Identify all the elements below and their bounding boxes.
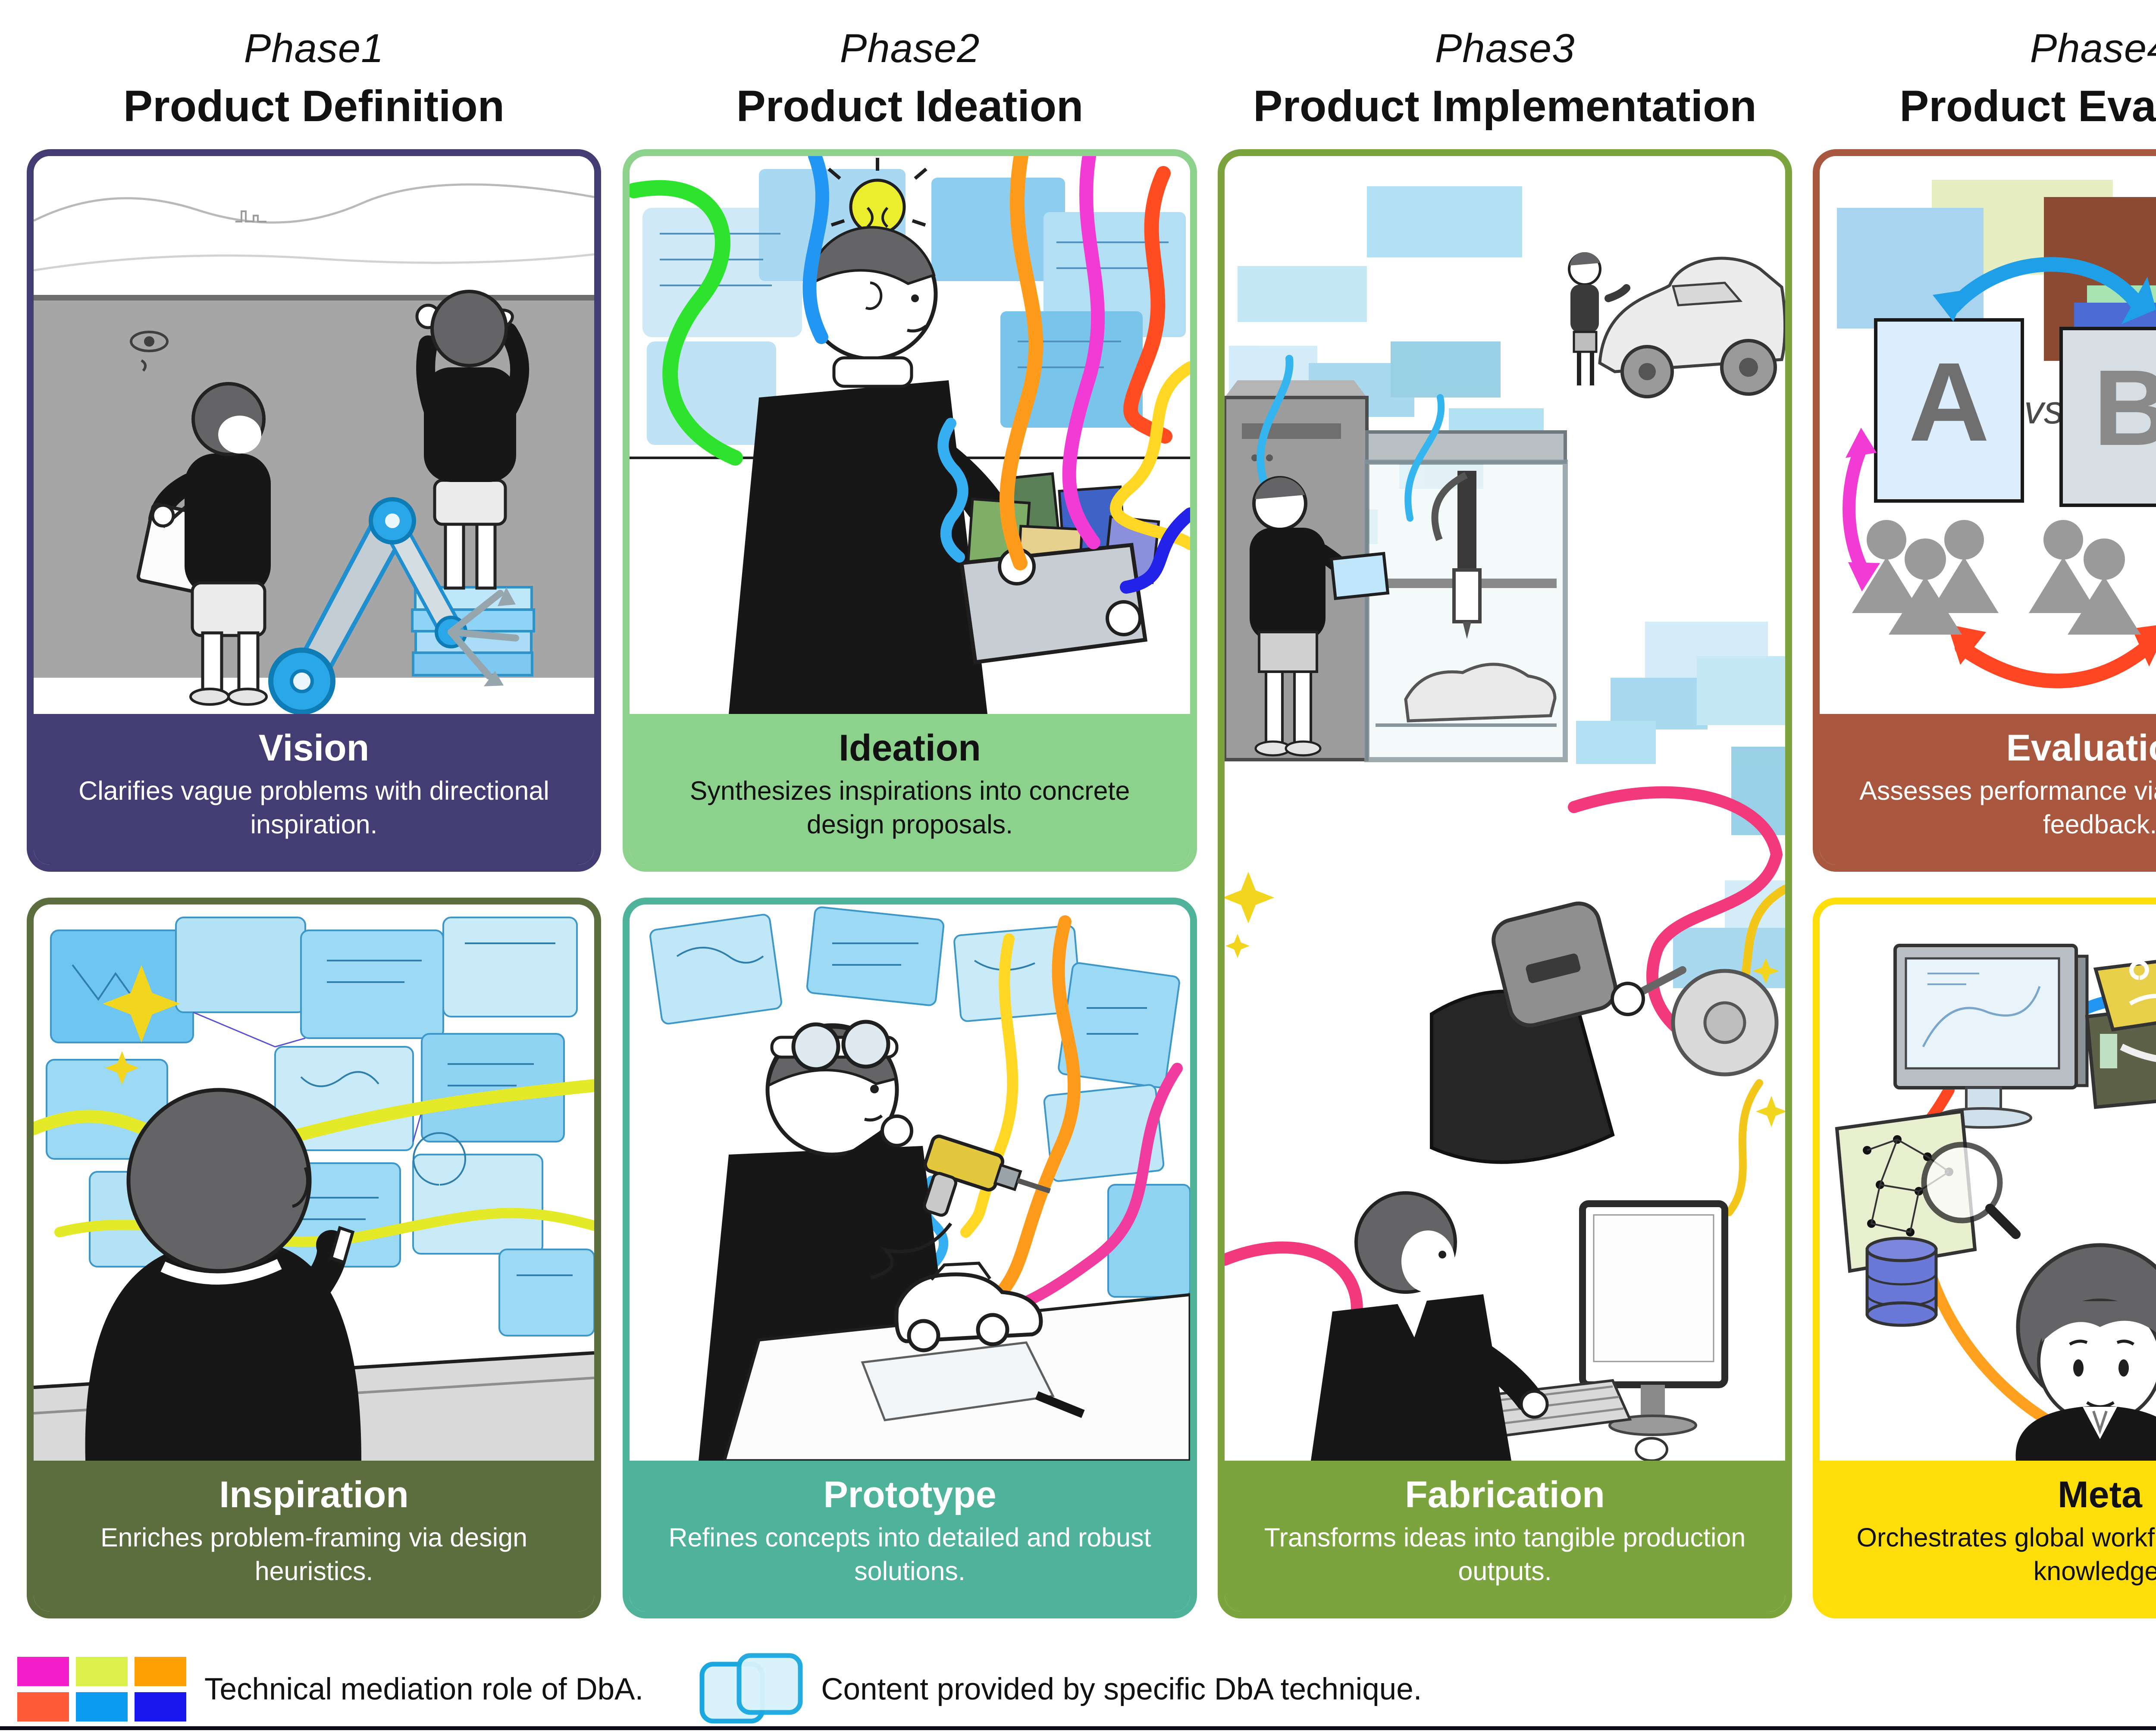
phase2-label: Phase2 [840, 25, 980, 71]
fabrication-card: Fabrication Transforms ideas into tangib… [1218, 149, 1792, 1618]
car-sketch [1598, 257, 1785, 398]
evaluation-illustration: A vs B [1820, 156, 2156, 714]
landscape-sketch [34, 183, 594, 272]
vision-card: Vision Clarifies vague problems with dir… [27, 149, 601, 872]
fabrication-description: Transforms ideas into tangible productio… [1264, 1523, 1746, 1586]
prototype-card: Prototype Refines concepts into detailed… [623, 898, 1197, 1618]
bottom-divider [0, 1726, 2156, 1730]
database-icon [1865, 1236, 1938, 1327]
drill-icon [923, 1134, 1051, 1217]
vision-title: Vision [258, 727, 370, 769]
mediation-legend-label: Technical mediation role of DbA. [204, 1672, 644, 1706]
boy-at-computer [1225, 1191, 1728, 1461]
workbench [723, 1261, 1190, 1461]
card-b-letter: B [2093, 347, 2156, 468]
versus-label: vs [2024, 388, 2064, 432]
phase2-title: Product Ideation [736, 81, 1084, 131]
sparkle-icons [103, 965, 180, 1085]
vision-illustration [34, 156, 594, 714]
content-legend-label: Content provided by specific DbA techniq… [821, 1672, 1422, 1706]
idea-ribbons [630, 156, 1190, 594]
fabrication-illustration [1225, 156, 1785, 1461]
phase4-label: Phase4 [2030, 25, 2156, 71]
phase4-title: Product Evaluation [1899, 81, 2156, 131]
phase1-label: Phase1 [244, 25, 384, 71]
prototype-title: Prototype [823, 1474, 997, 1515]
pink-ribbon-mid [1568, 786, 1783, 1046]
swatch-yellowgreen [76, 1657, 128, 1686]
robot-compass-arm [268, 497, 519, 714]
header-phase2: Phase2 Product Ideation [623, 25, 1197, 131]
machine-operator [1250, 355, 1445, 757]
fabrication-label: Fabrication Transforms ideas into tangib… [1225, 1461, 1785, 1612]
phase3-label: Phase3 [1435, 25, 1575, 71]
swatch-tomato [17, 1692, 69, 1721]
eye-doodle-icon [130, 331, 169, 372]
phase1-title: Product Definition [123, 81, 505, 131]
vision-description: Clarifies vague problems with directiona… [78, 776, 549, 839]
meta-card: Meta Orchestrates global workflows and d… [1813, 898, 2156, 1618]
prototype-label: Prototype Refines concepts into detailed… [630, 1461, 1190, 1612]
header-phase1: Phase1 Product Definition [27, 25, 601, 131]
content-cards-icon [699, 1653, 803, 1726]
evaluation-description: Assesses performance via prediction and … [1859, 776, 2156, 839]
inspiration-description: Enriches problem-framing via design heur… [100, 1523, 527, 1586]
card-a-letter: A [1908, 340, 1990, 465]
welder [1430, 885, 1785, 1216]
boy-bust [2015, 1243, 2156, 1461]
header-phase4: Phase4 Product Evaluation [1813, 25, 2156, 131]
toolbox [2085, 960, 2156, 1109]
user-group-icons [1852, 520, 2141, 635]
meta-title: Meta [2058, 1474, 2142, 1515]
meta-description: Orchestrates global workflows and design… [1856, 1523, 2156, 1586]
swatch-orange [135, 1657, 186, 1686]
boy-by-car [1568, 252, 1630, 385]
meta-illustration [1820, 905, 2156, 1461]
inspiration-label: Inspiration Enriches problem-framing via… [34, 1461, 594, 1612]
ideation-card: Ideation Synthesizes inspirations into c… [623, 149, 1197, 872]
ab-test: A vs B [1874, 303, 2156, 507]
header-phase3: Phase3 Product Implementation [1218, 25, 1792, 131]
ideation-illustration [630, 156, 1190, 714]
evaluation-card: A vs B [1813, 149, 2156, 872]
ideation-description: Synthesizes inspirations into concrete d… [689, 776, 1130, 839]
inspiration-card: Inspiration Enriches problem-framing via… [27, 898, 601, 1618]
swatch-magenta [17, 1657, 69, 1686]
prototype-description: Refines concepts into detailed and robus… [668, 1523, 1151, 1586]
arrows [1843, 257, 2156, 689]
fabrication-title: Fabrication [1405, 1474, 1605, 1515]
swatch-blue [135, 1692, 186, 1721]
inspiration-illustration [34, 905, 594, 1461]
phase3-title: Product Implementation [1253, 81, 1757, 131]
vision-label: Vision Clarifies vague problems with dir… [34, 714, 594, 865]
swatch-azure [76, 1692, 128, 1721]
magnifier-icon [1921, 1142, 2021, 1239]
ideation-title: Ideation [839, 727, 981, 769]
boy-writing [136, 382, 271, 706]
cnc-machine [1225, 380, 1568, 762]
meta-label: Meta Orchestrates global workflows and d… [1820, 1461, 2156, 1612]
legend: Technical mediation role of DbA. Content… [17, 1653, 1422, 1725]
boy-back-view [34, 1088, 594, 1461]
mediation-swatches [17, 1657, 186, 1721]
concept-cards [649, 906, 1190, 1298]
analysis-board [1835, 1109, 2021, 1327]
inspiration-title: Inspiration [219, 1474, 409, 1515]
ideation-label: Ideation Synthesizes inspirations into c… [630, 714, 1190, 865]
prototype-illustration [630, 905, 1190, 1461]
evaluation-title: Evaluation [2006, 727, 2156, 769]
evaluation-label: Evaluation Assesses performance via pred… [1820, 714, 2156, 865]
